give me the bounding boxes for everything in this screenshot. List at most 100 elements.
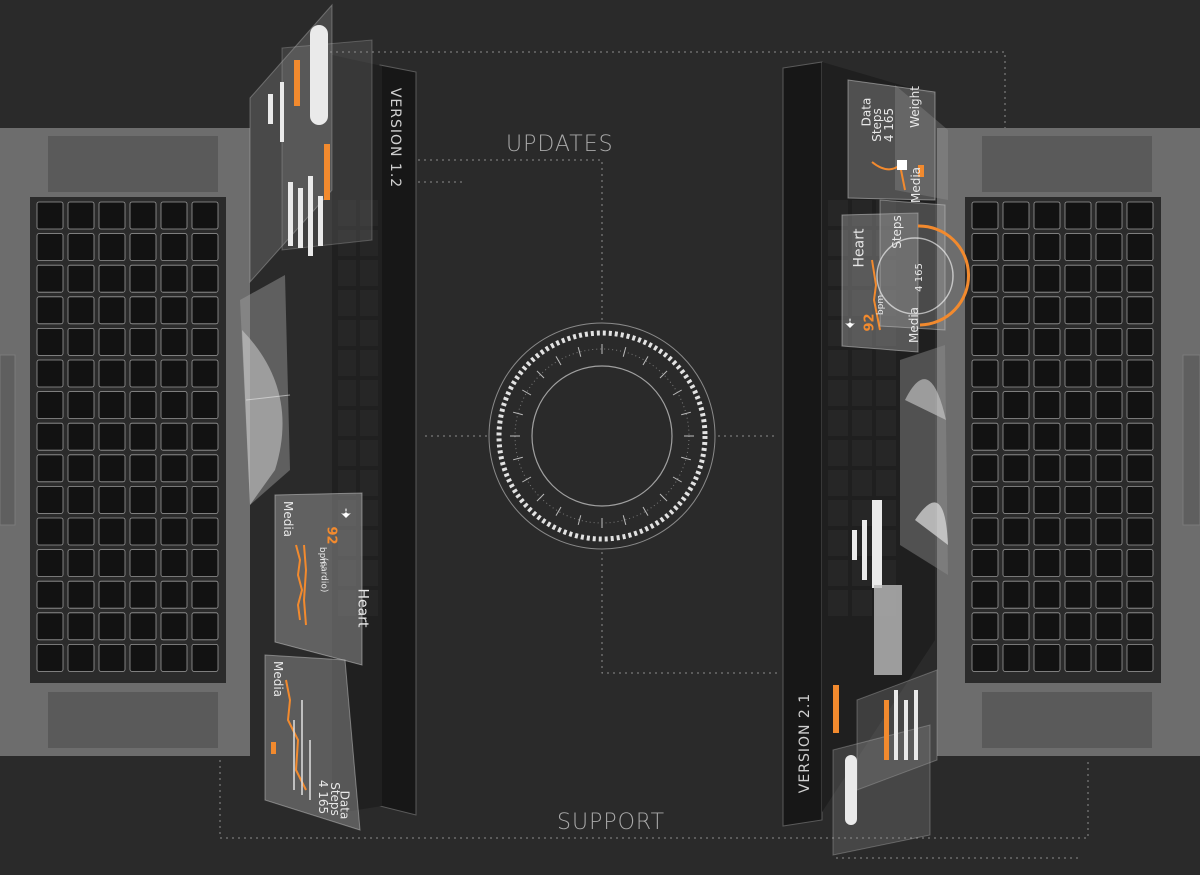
key <box>1095 485 1123 514</box>
key <box>971 327 999 356</box>
key <box>1126 264 1154 293</box>
key <box>1002 549 1030 577</box>
screen-key <box>828 500 848 526</box>
key <box>98 485 126 514</box>
key <box>1095 233 1123 262</box>
right-data-card <box>847 79 948 201</box>
screen-key <box>852 440 872 466</box>
screen-key <box>338 350 356 376</box>
screen-key <box>360 410 378 436</box>
key <box>1002 454 1030 483</box>
key <box>98 580 126 609</box>
key <box>1033 549 1061 577</box>
key <box>1064 485 1092 514</box>
screen-key <box>876 470 896 496</box>
key <box>971 612 999 641</box>
key <box>1095 580 1123 609</box>
dial-ring-icon <box>488 322 716 550</box>
left-keyboard <box>36 201 219 672</box>
key <box>1002 422 1030 451</box>
screen-key <box>360 350 378 376</box>
key <box>971 549 999 577</box>
right-steps-title: Steps <box>889 215 904 249</box>
key <box>160 327 188 356</box>
dial-tick <box>672 389 682 396</box>
screen-key <box>828 560 848 586</box>
key <box>98 327 126 356</box>
dial-tick <box>522 389 532 396</box>
key <box>129 580 157 609</box>
key <box>971 264 999 293</box>
screen-key <box>360 590 378 616</box>
key <box>129 264 157 293</box>
key <box>1126 644 1154 672</box>
key <box>67 454 95 483</box>
screen-key <box>360 500 378 526</box>
key <box>1002 296 1030 325</box>
key <box>1126 422 1154 451</box>
key <box>36 454 64 483</box>
screen-key <box>338 230 356 256</box>
key <box>1064 296 1092 325</box>
key <box>1002 612 1030 641</box>
dial-tick <box>681 456 691 461</box>
key <box>1126 454 1154 483</box>
right-data-footer: Media <box>909 166 924 204</box>
key <box>129 359 157 388</box>
key <box>1126 359 1154 388</box>
heart-icon <box>844 318 856 328</box>
dial-tick <box>577 515 582 525</box>
key <box>1002 201 1030 230</box>
right-heart-value: 92 <box>862 313 878 332</box>
key <box>129 549 157 577</box>
connector-lines <box>219 51 1089 859</box>
screen-key <box>852 590 872 616</box>
key <box>160 485 188 514</box>
left-heart-title: Heart <box>354 588 371 628</box>
key <box>971 644 999 672</box>
key <box>67 612 95 641</box>
key <box>36 391 64 420</box>
key <box>191 517 219 546</box>
key <box>160 201 188 230</box>
screen-key <box>876 440 896 466</box>
right-tablet <box>782 61 970 856</box>
key <box>971 454 999 483</box>
left-data-footer: Media <box>271 660 286 698</box>
key <box>1033 644 1061 672</box>
key <box>67 359 95 388</box>
key <box>129 485 157 514</box>
left-heart-card <box>274 492 363 666</box>
key <box>98 644 126 672</box>
screen-key <box>360 380 378 406</box>
key <box>971 485 999 514</box>
key <box>1064 201 1092 230</box>
dial-tick <box>681 411 691 416</box>
updates-label: UPDATES <box>506 132 614 157</box>
dial-tick <box>513 411 523 416</box>
key <box>1126 391 1154 420</box>
key <box>1095 359 1123 388</box>
key <box>160 549 188 577</box>
dial-tick <box>622 347 627 357</box>
key <box>1064 422 1092 451</box>
screen-key <box>876 410 896 436</box>
right-laptop <box>937 128 1200 756</box>
key <box>98 454 126 483</box>
key <box>1126 327 1154 356</box>
screen-key <box>338 290 356 316</box>
key <box>191 201 219 230</box>
key <box>67 517 95 546</box>
key <box>1064 264 1092 293</box>
screen-key <box>360 560 378 586</box>
key <box>1095 454 1123 483</box>
key <box>36 233 64 262</box>
key <box>1095 612 1123 641</box>
screen-key <box>852 350 872 376</box>
key <box>160 264 188 293</box>
screen-key <box>360 470 378 496</box>
key <box>160 644 188 672</box>
key <box>160 233 188 262</box>
left-heart-footer: Media <box>281 500 296 538</box>
